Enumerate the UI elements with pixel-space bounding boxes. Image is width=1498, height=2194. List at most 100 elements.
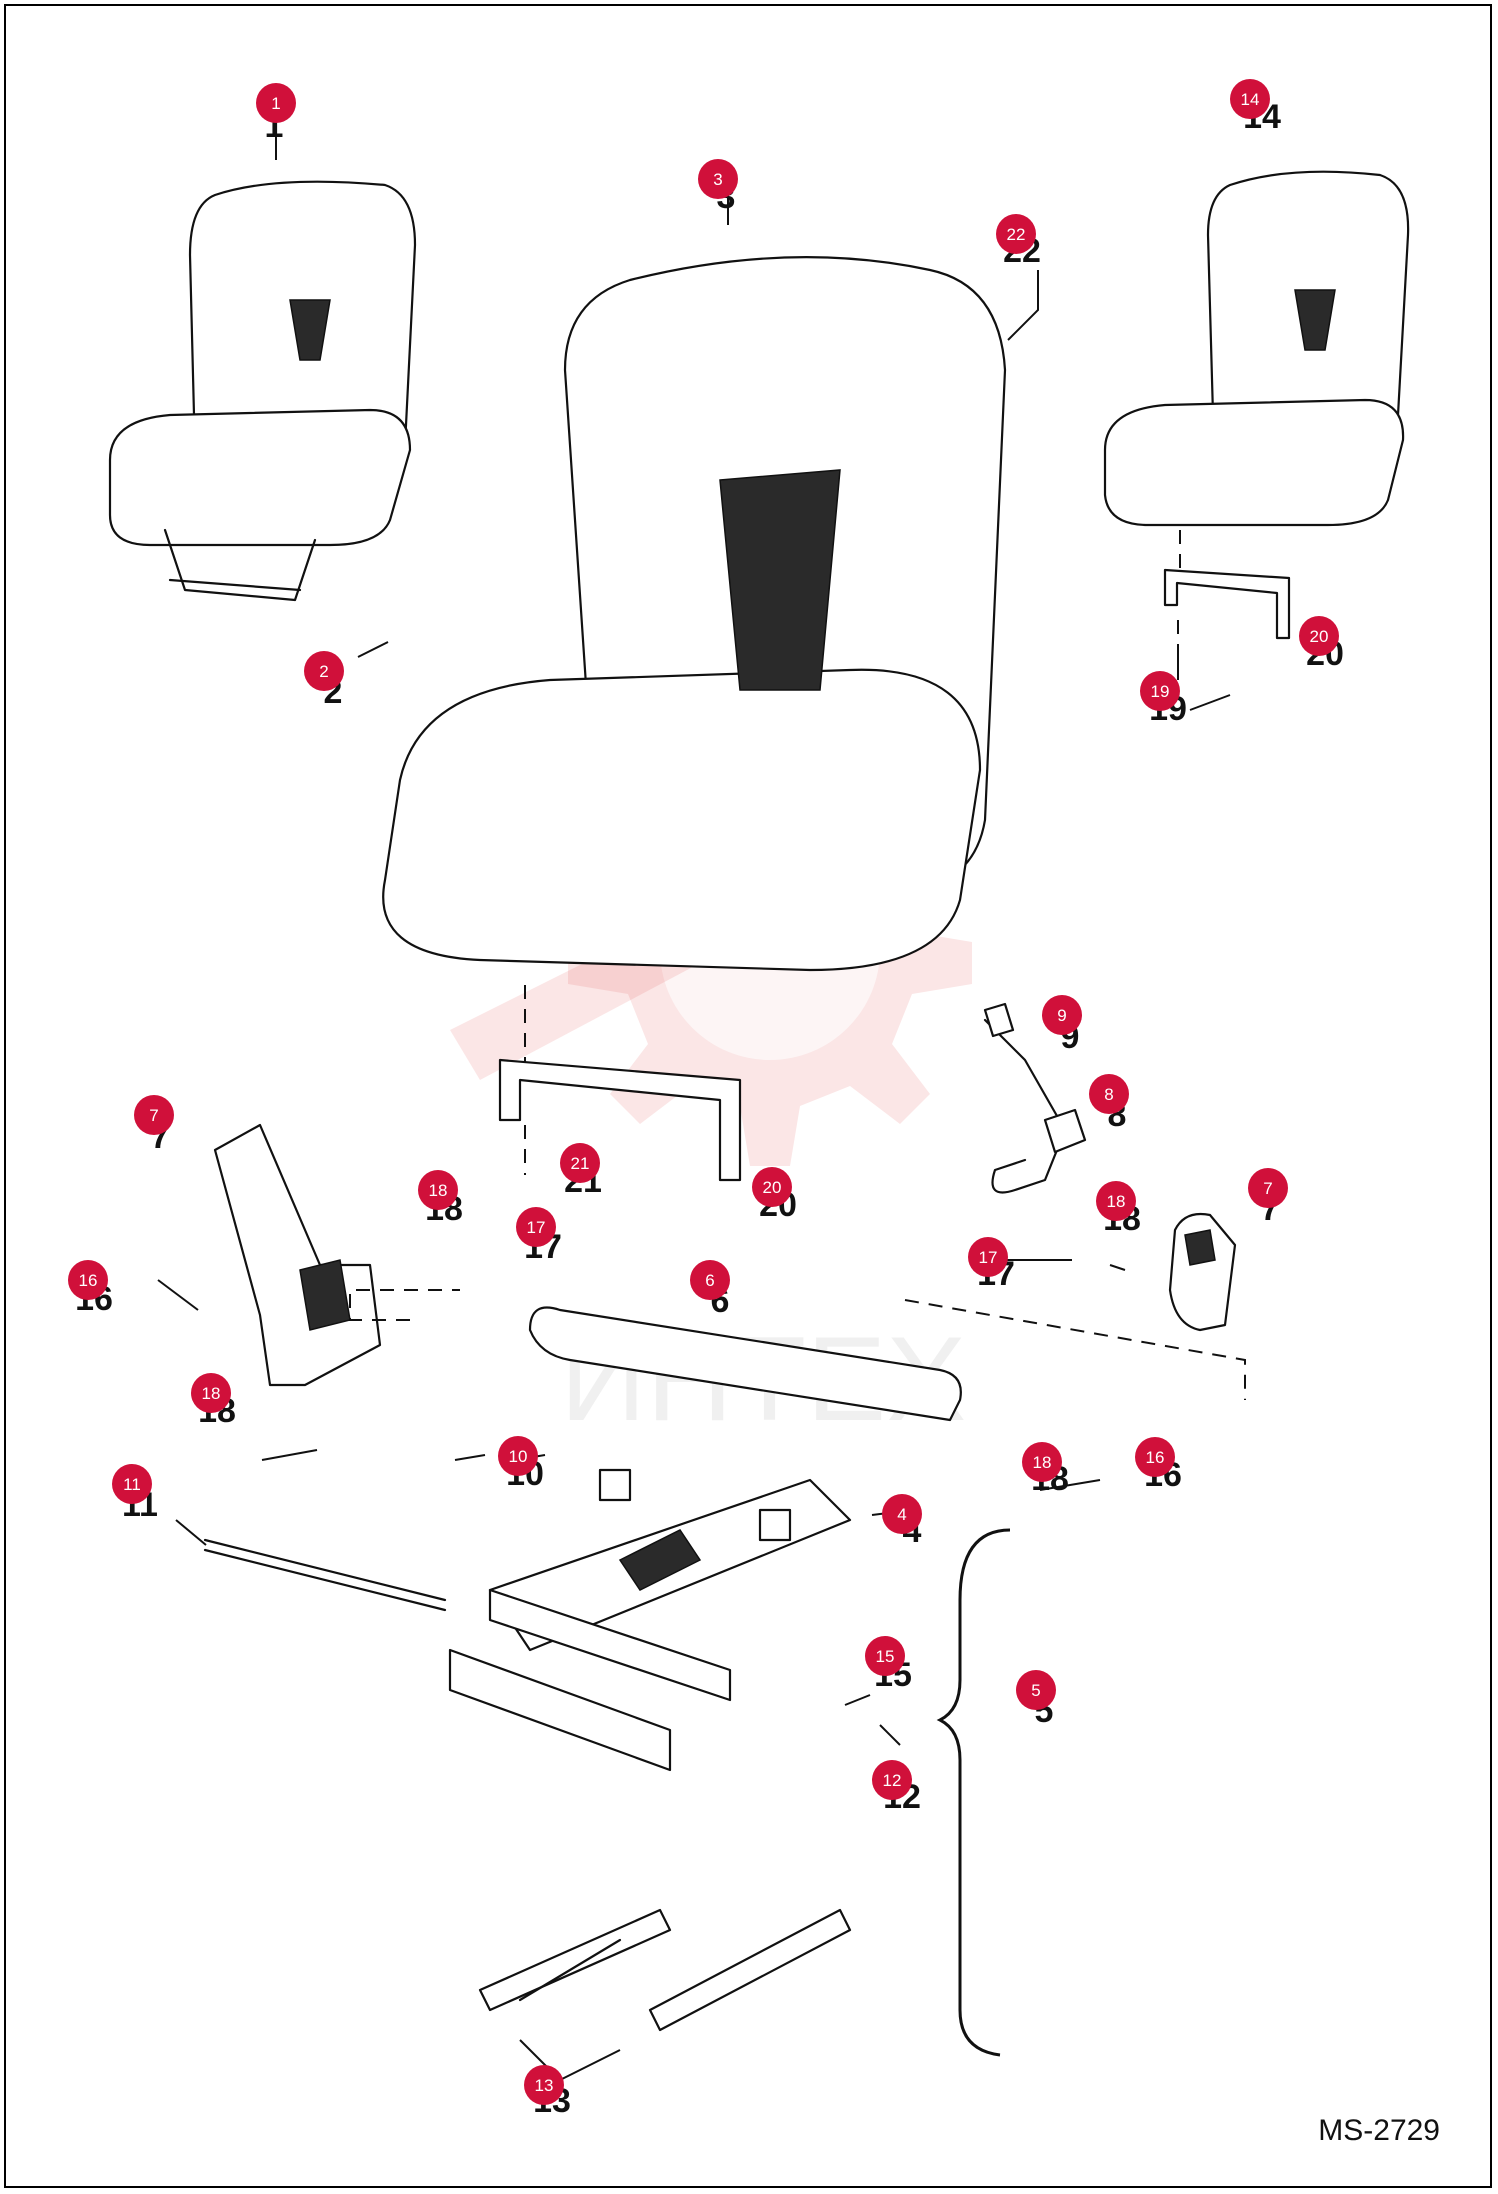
callout-badge [256,83,296,123]
callout-3[interactable]: 33 [698,159,738,216]
callout-badge [112,1464,152,1504]
suspension-4[interactable] [448,1468,852,1772]
callout-badge [1042,995,1082,1035]
seat-assembly-3[interactable] [382,256,1007,1065]
leader-lines [157,125,1231,2081]
drawing-id: MS-2729 [1318,2114,1440,2147]
callout-badge [1140,671,1180,711]
callout-badge [1022,1442,1062,1482]
callout-badge-label: 5 [1031,1681,1040,1700]
callout-badge [498,1436,538,1476]
seat-assembly-1[interactable] [108,180,417,602]
harness-9[interactable] [983,1002,1067,1194]
callout-badge [191,1373,231,1413]
switch-8[interactable] [1043,1108,1087,1154]
callout-badge-label: 11 [123,1475,141,1494]
callout-7b[interactable]: 77 [1248,1168,1288,1228]
callout-6[interactable]: 66 [690,1260,730,1320]
diagram-frame [4,4,1492,2188]
callout-badge [872,1760,912,1800]
callout-badge [560,1143,600,1183]
callout-badge [996,214,1036,254]
callout-badge [882,1494,922,1534]
callout-21[interactable]: 2121 [560,1143,602,1200]
callout-badge-label: 13 [535,2076,554,2095]
callout-22[interactable]: 2222 [996,214,1041,270]
callout-badge-label: 9 [1057,1006,1066,1025]
callout-badge [968,1237,1008,1277]
callout-badge-label: 7 [1263,1179,1272,1198]
callout-badge-label: 18 [1107,1192,1126,1211]
callout-13[interactable]: 1313 [524,2065,571,2120]
callout-badge [516,1207,556,1247]
callout-badge [1248,1168,1288,1208]
callout-badge [68,1260,108,1300]
callout-5[interactable]: 55 [1016,1670,1056,1730]
callout-badge-label: 3 [713,170,722,189]
callout-badge-label: 16 [79,1271,98,1290]
seat-belt-7-left[interactable] [213,1123,382,1387]
callout-badge-label: 19 [1151,682,1170,701]
callout-19[interactable]: 1919 [1140,671,1187,728]
seat-bracket-20[interactable] [498,1058,742,1182]
callout-badge-label: 12 [883,1771,902,1790]
callout-badge-label: 20 [1310,627,1329,646]
callout-badge-label: 8 [1104,1085,1113,1104]
seat-bracket-20-top[interactable] [1163,530,1291,650]
callout-badge-label: 22 [1007,225,1026,244]
callout-badge-label: 20 [763,1178,782,1197]
callout-badge [1096,1181,1136,1221]
callout-badge-label: 4 [897,1505,906,1524]
callout-12[interactable]: 1212 [872,1760,921,1816]
callout-badge [1089,1074,1129,1114]
callout-badge-label: 1 [271,94,280,113]
callout-badge-label: 18 [202,1384,221,1403]
callout-4[interactable]: 44 [882,1494,922,1550]
seat-assembly-14[interactable] [1103,170,1410,527]
callout-badge [690,1260,730,1300]
callout-layer: 1122334455667777889910101111121213131414… [68,79,1344,2120]
callout-badge-label: 6 [705,1271,714,1290]
seat-belt-7-right[interactable] [1168,1212,1237,1332]
callout-badge [698,159,738,199]
callout-badge-label: 16 [1146,1448,1165,1467]
callout-8[interactable]: 88 [1089,1074,1129,1134]
callout-badge-label: 7 [149,1106,158,1125]
callout-badge-label: 17 [527,1218,546,1237]
callout-badge [304,651,344,691]
callout-badge [1299,616,1339,656]
callout-10[interactable]: 1010 [498,1436,544,1493]
callout-2[interactable]: 22 [304,651,344,711]
callout-7a[interactable]: 77 [134,1095,174,1156]
callout-badge [418,1170,458,1210]
callout-badge-label: 10 [509,1447,528,1466]
callout-badge [865,1636,905,1676]
callout-badge [752,1167,792,1207]
mounting-bar-6[interactable] [349,1289,1246,1422]
callout-1[interactable]: 11 [256,83,296,145]
callout-badge-label: 2 [319,662,328,681]
slide-rails-13[interactable] [478,1908,852,2032]
callout-badge-label: 21 [571,1154,590,1173]
callout-badge [524,2065,564,2105]
callout-badge [1230,79,1270,119]
callout-badge [1135,1437,1175,1477]
rod-11[interactable] [203,1538,447,1612]
callout-badge [1016,1670,1056,1710]
callout-9[interactable]: 99 [1042,995,1082,1056]
callout-badge-label: 14 [1241,90,1260,109]
